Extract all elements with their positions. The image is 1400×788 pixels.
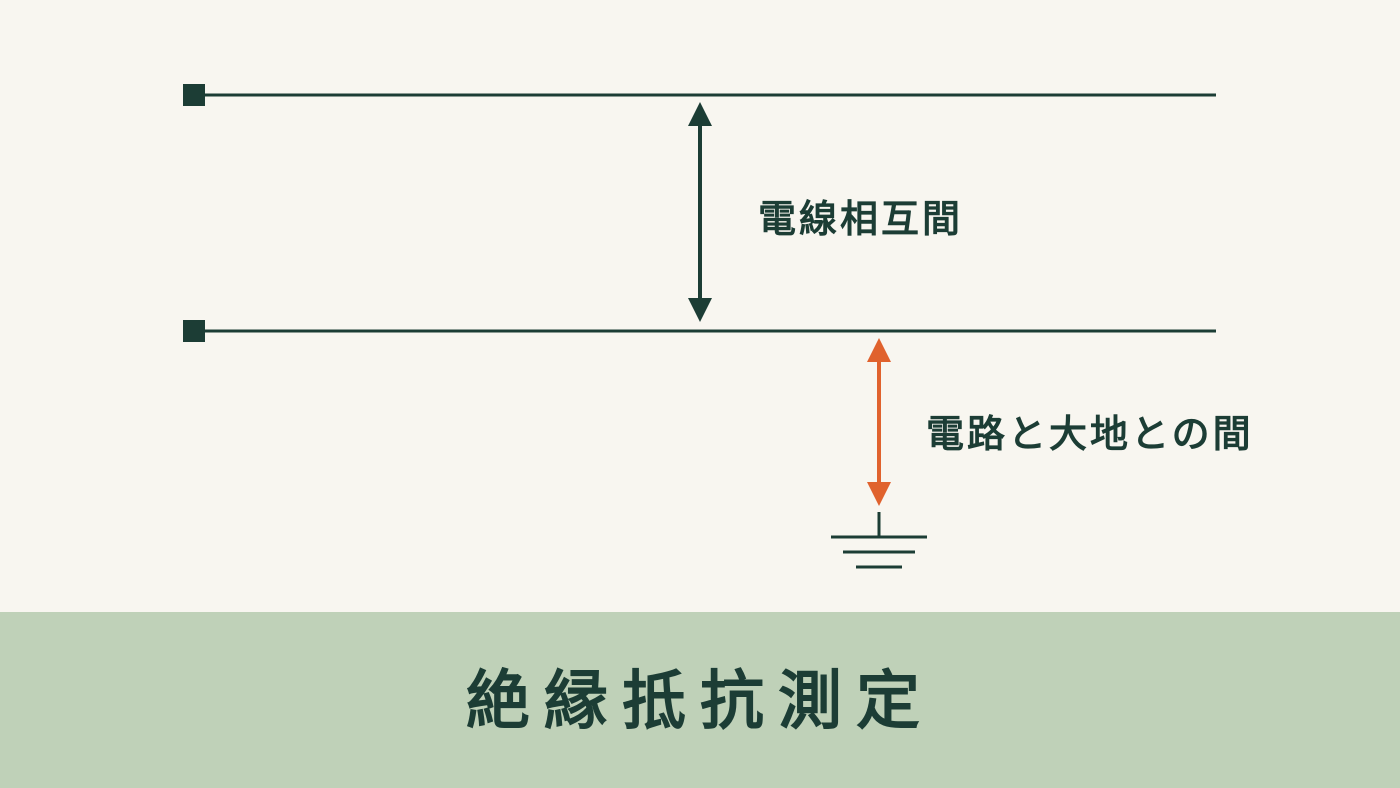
lower-wire [183,320,1216,342]
upper-wire-terminal-icon [183,84,205,106]
circuit-ground-arrow [867,338,891,506]
circuit-to-ground-label: 電路と大地との間 [926,411,1254,456]
circuit-ground-arrowhead-down [867,482,891,506]
between-wires-arrowhead-down [688,298,712,322]
between-wires-arrowhead-up [688,102,712,126]
between-wires-label: 電線相互間 [758,196,964,241]
banner-title: 絶縁抵抗測定 [466,664,934,739]
insulation-diagram [183,84,1216,569]
circuit-ground-arrowhead-up [867,338,891,362]
ground-symbol-icon [831,512,927,569]
upper-wire [183,84,1216,106]
lower-wire-terminal-icon [183,320,205,342]
title-banner: 絶縁抵抗測定 [0,612,1400,788]
between-wires-arrow [688,102,712,322]
